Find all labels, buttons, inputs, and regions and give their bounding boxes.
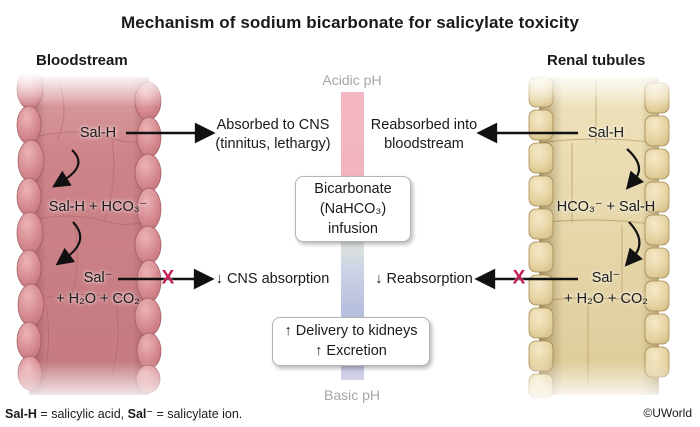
absorbed-to-cns-label: Absorbed to CNS (tinnitus, lethargy) [203, 116, 343, 154]
footnote-term-salion: Sal⁻ [127, 407, 153, 421]
footnote-term-salh: Sal-H [5, 407, 37, 421]
bicarbonate-infusion-box: Bicarbonate (NaHCO₃) infusion [295, 176, 411, 242]
uworld-credit: ©UWorld [643, 406, 692, 420]
footnote-def-salh: = salicylic acid, [36, 407, 128, 421]
delivery-excretion-box: ↑ Delivery to kidneys ↑ Excretion [272, 317, 430, 366]
vessel-wall-cells-left [16, 73, 45, 391]
tubule-salion-label: Sal⁻ [591, 270, 621, 286]
tubule-hco3-salh-label: HCO₃⁻ + Sal-H [556, 199, 656, 215]
renal-tubule-graphic [526, 73, 672, 403]
tubule-h2o-co2-label: + H₂O + CO₂ [564, 291, 648, 307]
absorbed-line2: (tinnitus, lethargy) [215, 136, 331, 152]
cns-absorption-label: ↓ CNS absorption [215, 271, 330, 287]
reabsorbed-line1: Reabsorbed into [370, 117, 478, 133]
bloodstream-vessel-graphic [16, 73, 162, 403]
vessel-salion-label: Sal⁻ [83, 270, 113, 286]
bloodstream-header: Bloodstream [36, 52, 128, 69]
delivery-line2: ↑ Excretion [315, 342, 387, 359]
reabsorbed-label: Reabsorbed into bloodstream [361, 116, 487, 154]
reabsorbed-line2: bloodstream [384, 136, 464, 152]
footnote: Sal-H = salicylic acid, Sal⁻ = salicylat… [5, 406, 242, 421]
bicarb-line3: infusion [328, 221, 378, 237]
renal-tubules-header: Renal tubules [547, 52, 646, 69]
absorbed-line1: Absorbed to CNS [216, 117, 330, 133]
diagram-title: Mechanism of sodium bicarbonate for sali… [120, 13, 579, 32]
blocked-x-right: X [512, 267, 526, 289]
footnote-def-salion: = salicylate ion. [152, 407, 243, 421]
delivery-line1: ↑ Delivery to kidneys [284, 323, 418, 339]
reabsorption-label: ↓ Reabsorption [375, 271, 473, 287]
vessel-h2o-co2-label: + H₂O + CO₂ [56, 291, 140, 307]
tubule-salh-label: Sal-H [587, 125, 625, 141]
vessel-salh-label: Sal-H [79, 125, 117, 141]
vessel-salh-hco3-label: Sal-H + HCO₃⁻ [48, 199, 148, 215]
bicarb-line2: (NaHCO₃) [319, 201, 387, 217]
blocked-x-left: X [161, 267, 175, 289]
bicarb-line1: Bicarbonate [314, 181, 392, 197]
basic-ph-label: Basic pH [323, 387, 381, 403]
acidic-ph-label: Acidic pH [322, 72, 382, 88]
